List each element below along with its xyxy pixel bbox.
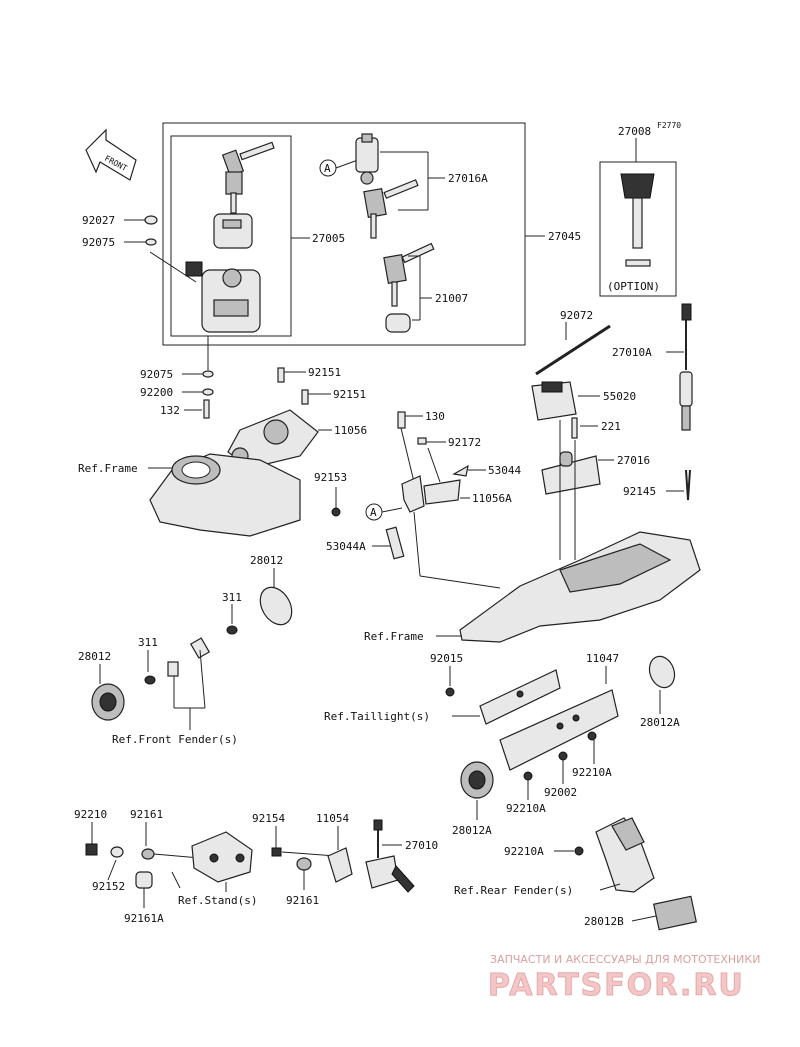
label-92200: 92200 — [140, 386, 173, 399]
rear-frame-icon — [459, 531, 701, 643]
label-92161-bottom: 92161 — [286, 894, 319, 907]
washer-92075-icon — [145, 238, 157, 246]
label-28012b: 28012B — [584, 915, 624, 928]
label-92002: 92002 — [544, 786, 577, 799]
seat-lock-bracket-icon — [401, 475, 461, 513]
label-92075-top: 92075 — [82, 236, 115, 249]
label-11056a: 11056A — [472, 492, 512, 505]
label-27045: 27045 — [548, 230, 581, 243]
key-set-icon — [221, 141, 275, 214]
label-92151-b: 92151 — [333, 388, 366, 401]
rod-53044a-icon — [385, 526, 405, 560]
reflector-top-icon — [259, 586, 293, 626]
side-stand-switch-icon — [365, 819, 415, 893]
option-key-box — [599, 161, 677, 297]
label-27010a: 27010A — [612, 346, 652, 359]
label-92075-bottom: 92075 — [140, 368, 173, 381]
label-28012a-bottom: 28012A — [452, 824, 492, 837]
label-92210a-1: 92210A — [572, 766, 612, 779]
label-92015: 92015 — [430, 652, 463, 665]
label-311-top: 311 — [222, 591, 242, 604]
frame-head-icon — [149, 453, 301, 537]
lock-cylinder-icon — [213, 213, 253, 249]
label-311-left: 311 — [138, 636, 158, 649]
label-53044: 53044 — [488, 464, 521, 477]
cable-tie-icon — [535, 324, 611, 376]
ref-rear-fender: Ref.Rear Fender(s) — [454, 884, 573, 897]
key-blank-icon — [383, 242, 435, 333]
option-key-icon — [620, 173, 655, 267]
label-28012-left: 28012 — [78, 650, 111, 663]
label-92161a: 92161A — [124, 912, 164, 925]
ref-frame-left: Ref.Frame — [78, 462, 138, 475]
label-27008: 27008 — [618, 125, 651, 138]
label-132: 132 — [160, 404, 180, 417]
label-28012-top: 28012 — [250, 554, 283, 567]
label-92145: 92145 — [623, 485, 656, 498]
reflector-28012b-icon — [653, 895, 697, 931]
ref-taillight: Ref.Taillight(s) — [324, 710, 430, 723]
key-pair-icon — [363, 179, 419, 239]
taillight-bracket-icon — [479, 669, 561, 725]
ref-front-fender: Ref.Front Fender(s) — [112, 733, 238, 746]
ref-frame-right: Ref.Frame — [364, 630, 424, 643]
front-arrow-icon: FRONT — [85, 128, 137, 181]
label-55020: 55020 — [603, 390, 636, 403]
stand-bracket-icon — [191, 831, 253, 883]
label-53044a: 53044A — [326, 540, 366, 553]
label-92072: 92072 — [560, 309, 593, 322]
spring-92145-icon — [685, 469, 691, 501]
ignition-switch-icon — [185, 261, 261, 333]
rear-fender-icon — [595, 817, 655, 893]
label-92027: 92027 — [82, 214, 115, 227]
label-221: 221 — [601, 420, 621, 433]
seat-latch-cover-icon — [531, 381, 577, 421]
label-92151-a: 92151 — [308, 366, 341, 379]
kit-box-27005 — [170, 135, 292, 337]
label-92161-top: 92161 — [130, 808, 163, 821]
label-11047: 11047 — [586, 652, 619, 665]
label-92210a-2: 92210A — [506, 802, 546, 815]
watermark-brand: PARTSFOR.RU — [488, 968, 745, 1003]
label-92154: 92154 — [252, 812, 285, 825]
callout-a-bottom: A — [370, 506, 377, 519]
stand-plate-icon — [327, 847, 353, 883]
label-28012a-right: 28012A — [640, 716, 680, 729]
label-92153: 92153 — [314, 471, 347, 484]
label-11054: 11054 — [316, 812, 349, 825]
label-21007: 21007 — [435, 292, 468, 305]
option-label: (OPTION) — [607, 280, 660, 293]
label-92152: 92152 — [92, 880, 125, 893]
label-92210: 92210 — [74, 808, 107, 821]
seat-switch-icon — [679, 303, 693, 431]
kit-box-27045 — [162, 122, 526, 346]
label-27005: 27005 — [312, 232, 345, 245]
callout-a-top: A — [324, 162, 331, 175]
bolt-132-icon — [203, 399, 210, 419]
seat-latch-icon — [541, 451, 601, 495]
label-27016: 27016 — [617, 454, 650, 467]
label-27016a: 27016A — [448, 172, 488, 185]
reflector-right-icon — [648, 655, 676, 689]
label-11056: 11056 — [334, 424, 367, 437]
label-130: 130 — [425, 410, 445, 423]
label-92210a-3: 92210A — [504, 845, 544, 858]
cap-92027-icon — [144, 215, 158, 225]
ref-stand: Ref.Stand(s) — [178, 894, 257, 907]
label-92172: 92172 — [448, 436, 481, 449]
watermark-caption: ЗАПЧАСТИ И АКСЕССУАРЫ ДЛЯ МОТОТЕХНИКИ — [490, 953, 760, 966]
diagram-code: F2770 — [657, 121, 681, 130]
seat-lock-icon — [355, 133, 379, 185]
label-27010: 27010 — [405, 839, 438, 852]
license-bracket-icon — [499, 689, 619, 771]
